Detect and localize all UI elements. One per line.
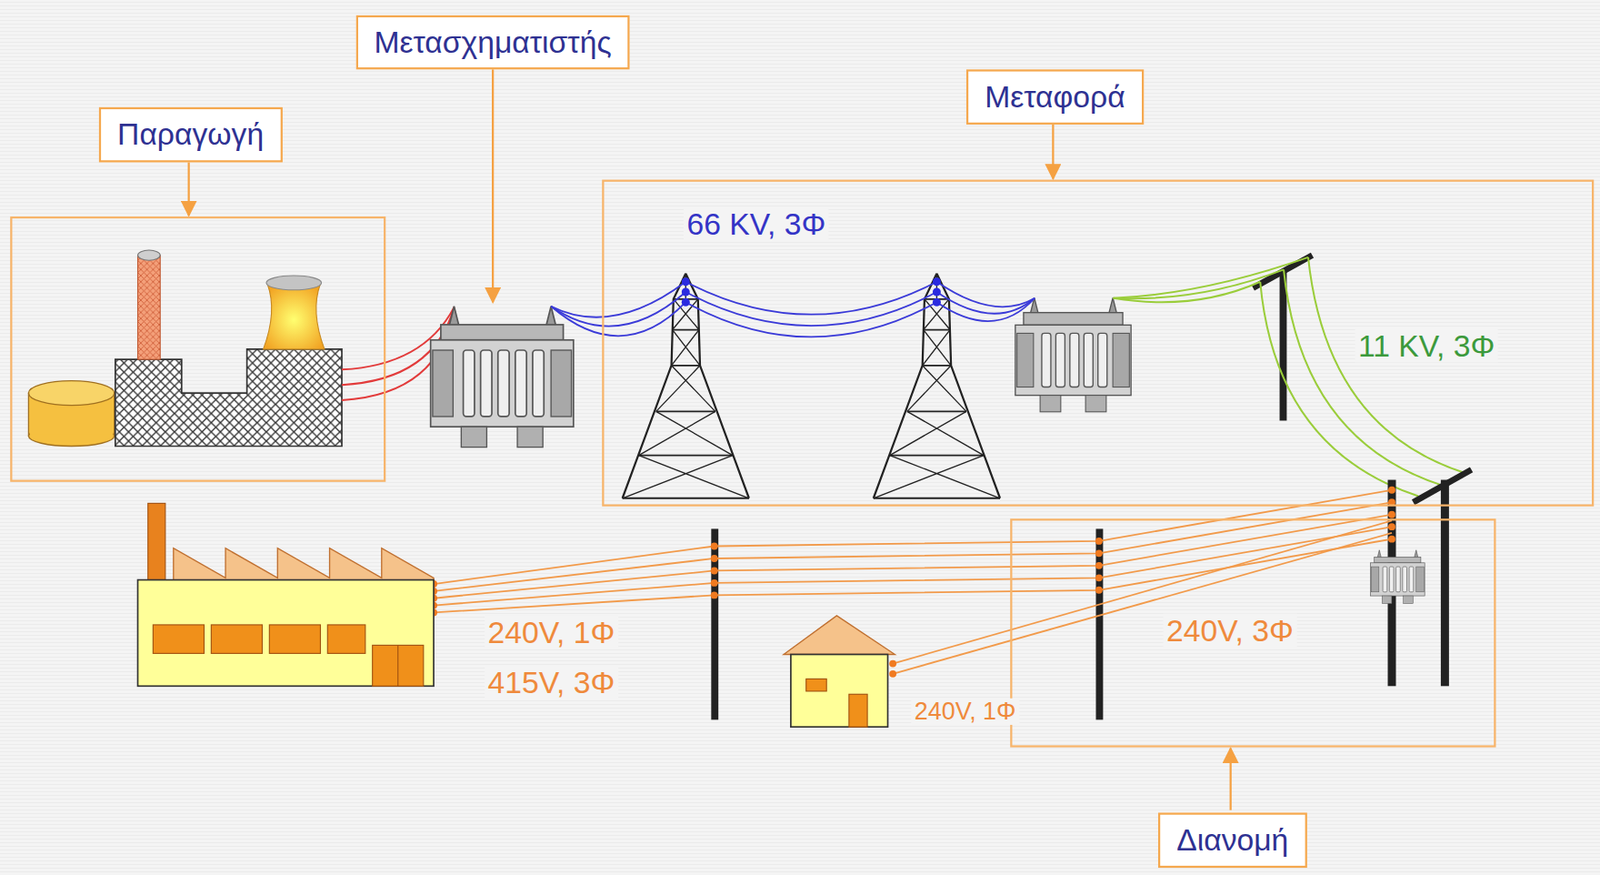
- house: [790, 653, 889, 727]
- pole-transformer: [1370, 550, 1425, 604]
- insulator-dot: [1388, 535, 1396, 543]
- insulator-dot: [1095, 586, 1103, 594]
- distribution-wires: [1113, 257, 1465, 497]
- insulator-dot: [932, 298, 941, 307]
- low-voltage-wires: [433, 501, 1392, 591]
- transmission-wires: [550, 301, 686, 336]
- utility-pole: [1280, 271, 1288, 421]
- insulator-dot: [1095, 561, 1103, 570]
- power-plant: [115, 349, 342, 447]
- factory: [152, 624, 204, 653]
- insulator-dot: [681, 288, 690, 297]
- voltage-label: 240V, 1Φ: [910, 698, 1020, 726]
- distribution-wires: [1308, 257, 1465, 473]
- region-box: Παραγωγή: [10, 216, 386, 482]
- transmission-wires: [550, 281, 686, 318]
- power-plant: [28, 250, 342, 447]
- factory: [138, 502, 435, 686]
- insulator-dot: [681, 298, 690, 307]
- region-heading: Μεταφορά: [966, 69, 1144, 125]
- insulator-dot: [430, 486, 1396, 678]
- low-voltage-wires: [892, 532, 1392, 674]
- transmission-wires: [936, 298, 1035, 321]
- house: [806, 678, 827, 690]
- factory: [173, 548, 434, 580]
- house: [783, 615, 895, 727]
- insulator-dot: [710, 567, 719, 575]
- insulator-dot: [710, 542, 719, 550]
- region-heading: Διανομή: [1158, 811, 1308, 868]
- low-voltage-wires: [433, 539, 1392, 613]
- leader-arrow: [1230, 748, 1232, 810]
- distribution-wires: [1113, 257, 1309, 299]
- voltage-label: 240V, 3Φ: [1163, 613, 1298, 648]
- transformer-pole: [1413, 469, 1472, 502]
- voltage-label: 240V, 1Φ: [484, 615, 619, 650]
- insulator-dot: [889, 670, 897, 678]
- factory: [397, 644, 399, 686]
- leader-arrow: [188, 160, 190, 216]
- low-voltage-wires: [433, 490, 1392, 674]
- insulator-dot: [1095, 549, 1103, 557]
- power-plant: [138, 255, 161, 360]
- insulator-dot: [681, 277, 941, 306]
- voltage-label: 11 KV, 3Φ: [1355, 328, 1499, 362]
- power-plant: [263, 283, 325, 350]
- factory: [138, 580, 435, 687]
- insulator-dot: [1388, 522, 1396, 530]
- transmission-tower: [873, 273, 1000, 499]
- insulator-dot: [889, 660, 897, 668]
- insulator-dot: [710, 579, 719, 587]
- insulator-dot: [1388, 486, 1396, 494]
- utility-pole: [1096, 528, 1104, 720]
- factory: [327, 624, 366, 653]
- insulator-dot: [1388, 510, 1396, 519]
- transmission-wires: [550, 281, 1035, 338]
- component-label: Μετασχηματιστής: [355, 14, 630, 69]
- power-plant: [138, 250, 161, 260]
- insulator-dot: [710, 590, 719, 599]
- factory: [210, 624, 262, 653]
- region-heading: Παραγωγή: [99, 106, 283, 162]
- insulator-dot: [932, 288, 941, 297]
- leader-arrow: [1051, 122, 1054, 179]
- factory: [372, 644, 424, 686]
- low-voltage-wires: [433, 514, 1392, 599]
- power-plant: [28, 380, 114, 406]
- insulator-dot: [932, 277, 941, 286]
- voltage-label: 415V, 3Φ: [484, 665, 619, 700]
- power-plant: [266, 275, 322, 290]
- insulator-dot: [1095, 537, 1103, 545]
- utility-pole: [1252, 255, 1312, 421]
- voltage-label: 66 KV, 3Φ: [683, 207, 830, 241]
- utility-pole: [710, 528, 719, 720]
- house: [849, 693, 868, 727]
- house: [783, 615, 895, 655]
- low-voltage-wires: [892, 520, 1392, 663]
- insulator-dot: [681, 277, 690, 286]
- transmission-wires: [685, 301, 937, 337]
- transmission-wires: [936, 281, 1035, 308]
- insulator-dot: [710, 554, 719, 562]
- low-voltage-wires: [433, 490, 1392, 584]
- factory: [269, 624, 320, 653]
- step-up-transformer: [430, 306, 574, 448]
- insulator-dot: [1095, 573, 1103, 581]
- factory: [148, 502, 166, 580]
- transformer-pole: [1440, 480, 1450, 687]
- low-voltage-wires: [433, 526, 1392, 605]
- step-down-transformer: [1015, 297, 1131, 411]
- leader-arrow: [491, 69, 494, 302]
